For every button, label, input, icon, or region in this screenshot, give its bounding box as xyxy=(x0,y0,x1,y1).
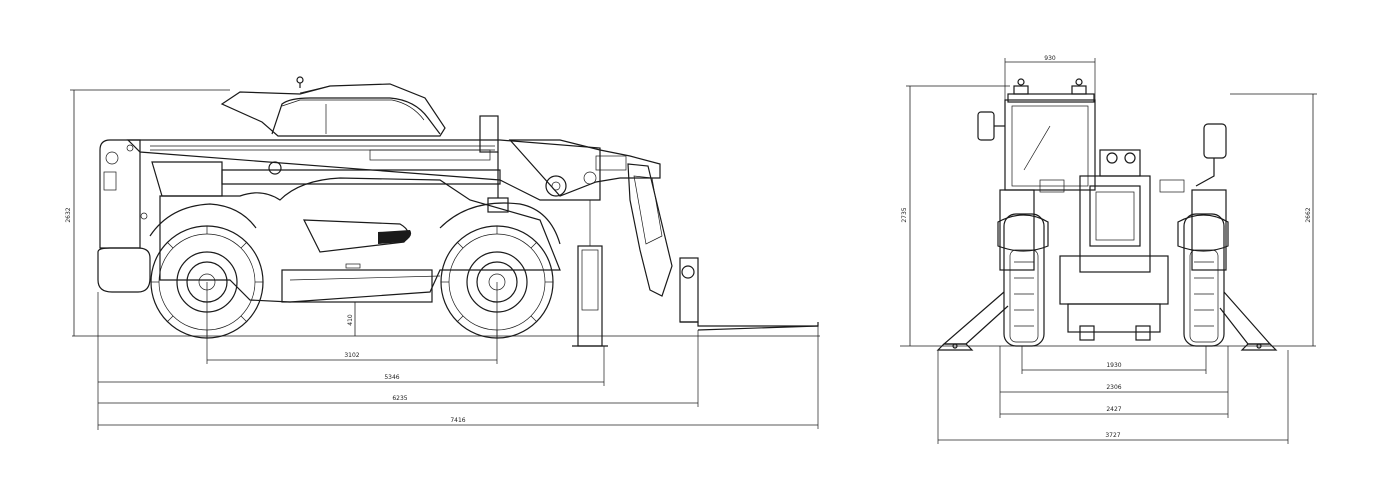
telehandler-front-view xyxy=(900,58,1317,444)
front-tyre-width-label: 2306 xyxy=(1106,384,1121,391)
front-overall-width-label: 2427 xyxy=(1106,406,1121,413)
side-overall-length-label: 7416 xyxy=(450,417,465,424)
front-height-roof-label: 2662 xyxy=(1305,207,1312,222)
side-overall-height-label: 2632 xyxy=(65,207,72,222)
front-track-width-label: 1930 xyxy=(1106,362,1121,369)
front-overall-height-label: 2735 xyxy=(901,207,908,222)
side-ground-clearance-label: 410 xyxy=(347,314,354,326)
telehandler-side-view xyxy=(70,76,820,430)
side-wheelbase-label: 3102 xyxy=(344,352,359,359)
side-length-fork-heel-label: 6235 xyxy=(392,395,407,402)
front-cab-width-label: 930 xyxy=(1044,55,1056,62)
side-length-carriage-label: 5346 xyxy=(384,374,399,381)
front-stabiliser-span-label: 3727 xyxy=(1105,432,1120,439)
